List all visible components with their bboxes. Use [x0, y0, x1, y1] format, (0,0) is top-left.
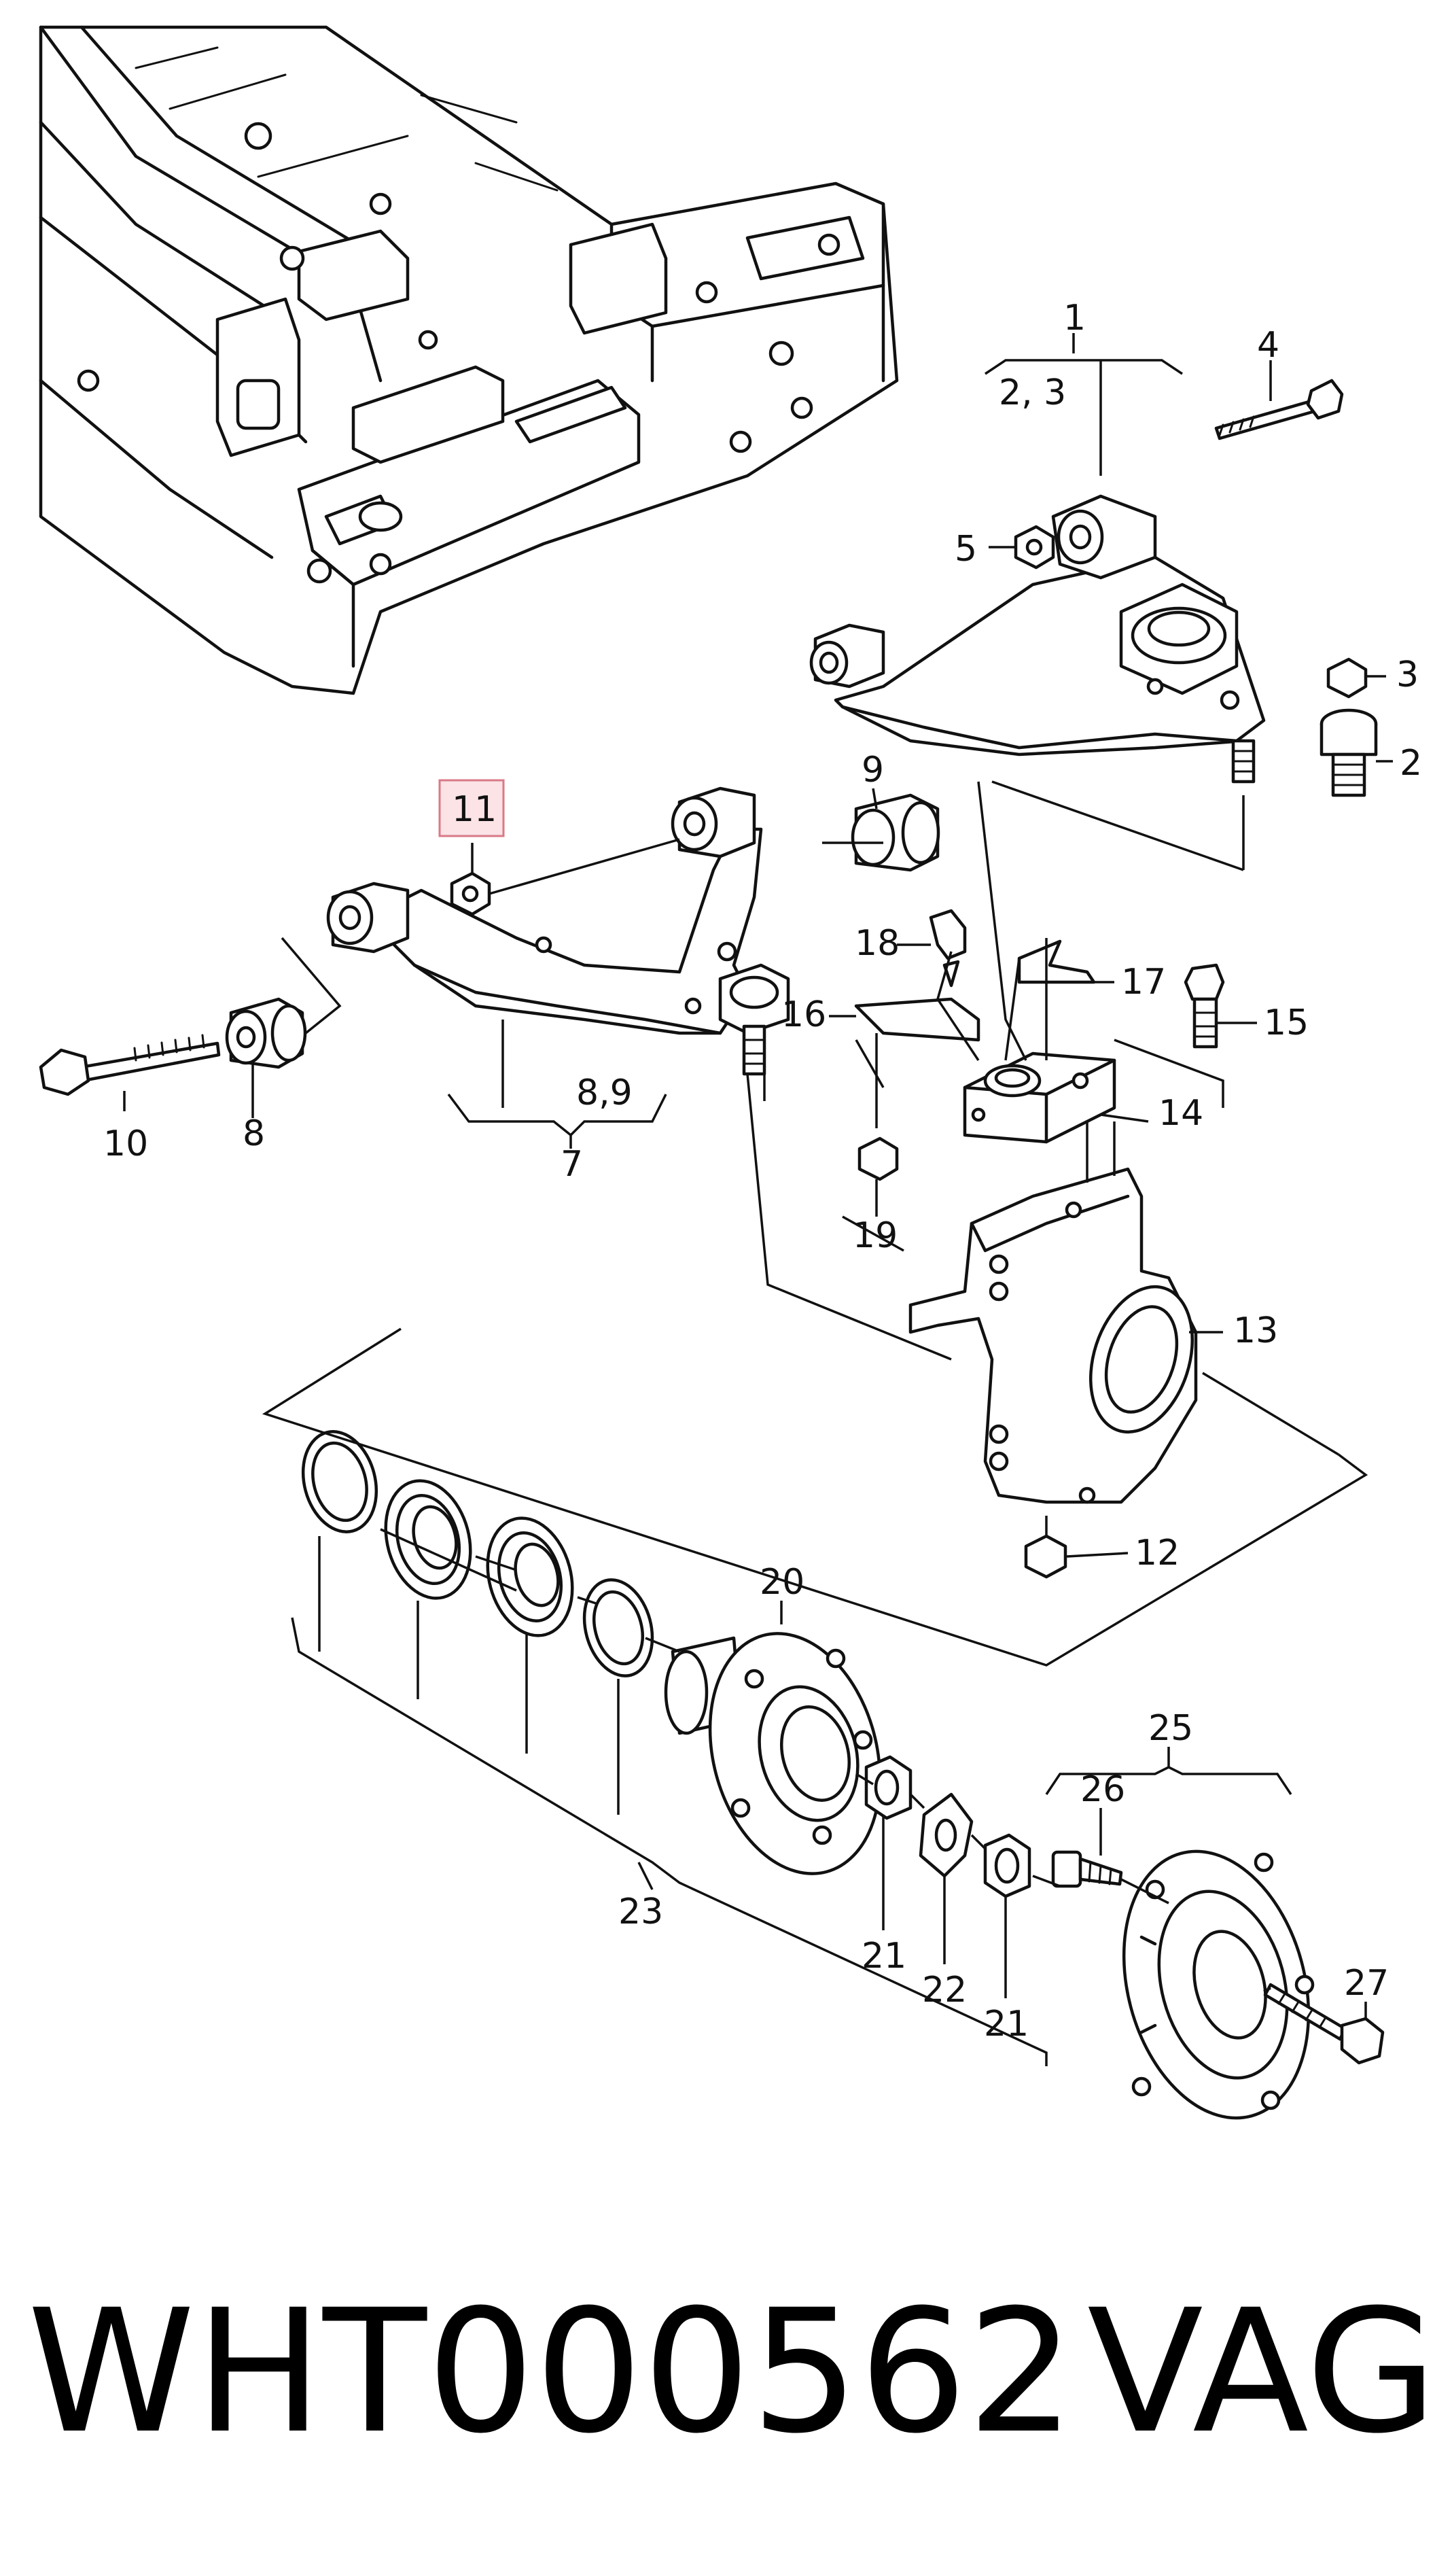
lower-control-arm [326, 786, 790, 1076]
upper-control-arm-assembly [809, 494, 1266, 784]
callout-2-3: 2, 3 [999, 372, 1066, 413]
nut-3 [1326, 657, 1368, 699]
nut-21-b [983, 1833, 1031, 1898]
callout-14: 14 [1158, 1093, 1203, 1134]
callout-4: 4 [1257, 325, 1279, 366]
callout-8: 8 [243, 1113, 265, 1154]
mount-14 [963, 1051, 1116, 1144]
bushing-9 [851, 793, 940, 872]
leader-lines [123, 333, 1393, 2066]
bolt-26 [1051, 1850, 1123, 1888]
ball-joint-2 [1320, 708, 1378, 797]
dashed-grouping-lines [262, 780, 1368, 1993]
callout-8-9: 8,9 [576, 1073, 633, 1113]
part-number-text: WHT000562 [27, 2273, 1076, 2471]
clip-18 [929, 909, 967, 988]
callout-17: 17 [1121, 962, 1166, 1003]
seal-ring-left [301, 1430, 378, 1533]
callout-3: 3 [1396, 655, 1419, 695]
nut-19 [857, 1136, 899, 1181]
nut-5 [1014, 525, 1055, 570]
callout-27: 27 [1344, 1963, 1389, 2004]
bolt-4 [1214, 379, 1344, 440]
callout-15: 15 [1264, 1003, 1309, 1043]
nut-21-a [864, 1755, 913, 1820]
nut-12 [1024, 1534, 1067, 1579]
callout-20: 20 [760, 1562, 804, 1603]
bolt-15 [1184, 963, 1225, 1049]
bearing-outer [384, 1479, 472, 1600]
callout-18: 18 [855, 923, 900, 964]
callout-19: 19 [853, 1215, 898, 1256]
callout-2: 2 [1400, 743, 1422, 784]
drive-flange-25 [1122, 1849, 1315, 2120]
callout-1: 1 [1063, 298, 1086, 338]
callout-5: 5 [955, 529, 977, 570]
callout-12: 12 [1135, 1533, 1180, 1573]
callout-16: 16 [781, 994, 826, 1035]
callout-22: 22 [922, 1970, 967, 2011]
callout-13: 13 [1233, 1310, 1278, 1351]
bracket-17 [1017, 939, 1096, 984]
callout-25: 25 [1148, 1708, 1193, 1749]
nut-11 [450, 871, 491, 916]
callout-23: 23 [618, 1892, 663, 1932]
seal-ring-right [582, 1578, 654, 1677]
subframe [39, 25, 899, 695]
callout-10: 10 [103, 1124, 148, 1164]
callout-21-b: 21 [984, 2004, 1029, 2044]
bolt-10 [39, 1034, 221, 1096]
part-number: WHT000562 [27, 2270, 1427, 2474]
plate-16 [854, 997, 980, 1042]
callout-9: 9 [862, 750, 884, 790]
callout-21-a: 21 [862, 1936, 906, 1977]
callout-labels: 1 2, 3 4 5 3 2 9 11 18 17 16 15 10 8 8,9… [103, 298, 1422, 2044]
wheel-hub-20 [664, 1632, 882, 1875]
callout-7: 7 [561, 1144, 583, 1185]
callout-11-highlight [438, 779, 505, 837]
lock-washer-22 [919, 1792, 974, 1878]
callout-26: 26 [1080, 1769, 1125, 1810]
brand-name: VAG [1087, 2273, 1438, 2471]
callout-11: 11 [452, 789, 497, 830]
bushing-8 [225, 997, 307, 1069]
steering-knuckle-13 [908, 1167, 1198, 1504]
bearing-inner [486, 1516, 574, 1637]
